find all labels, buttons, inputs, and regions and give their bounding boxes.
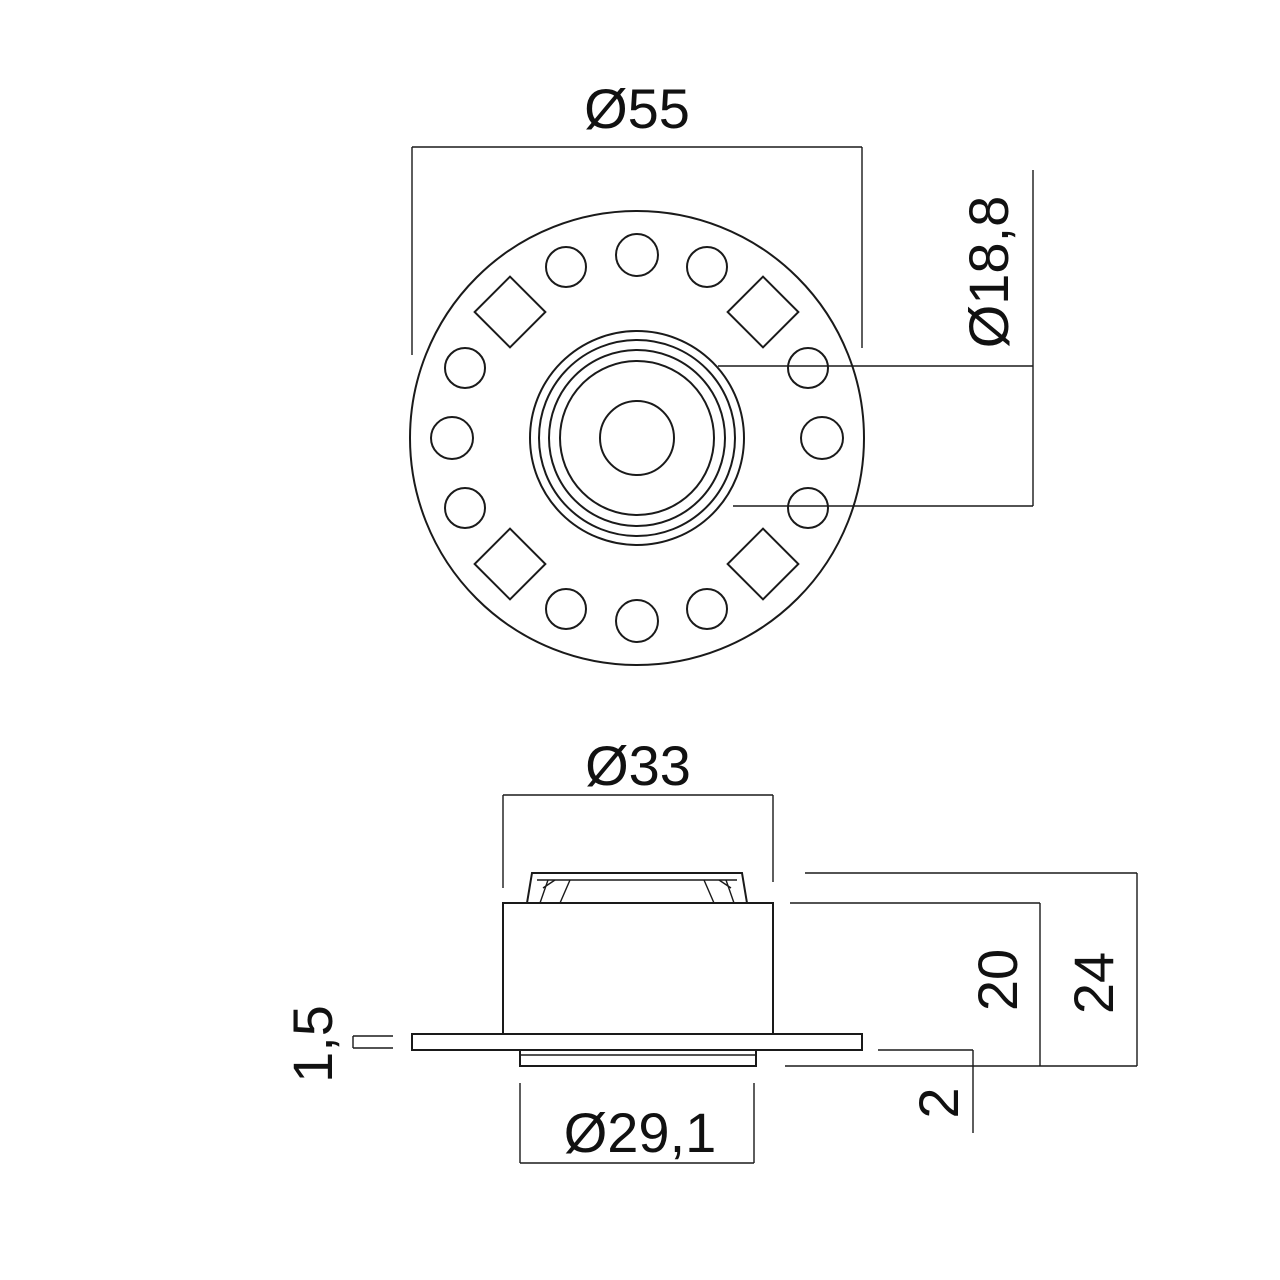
led-hole (444, 487, 486, 529)
bottom-step (519, 1049, 757, 1067)
outer-disc (409, 210, 865, 666)
dimension-inner-diameter: Ø18,8 (718, 170, 1034, 507)
square-pad (726, 275, 800, 349)
led-hole (444, 347, 486, 389)
led-hole (686, 246, 728, 288)
side-view: Ø33 Ø29,1 24 20 2 (281, 734, 1138, 1164)
square-pad (473, 275, 547, 349)
led-hole (615, 599, 659, 643)
dimension-top-diameter: Ø33 (502, 734, 774, 888)
led-ring (430, 233, 844, 643)
dimension-flange-thickness: 1,5 (281, 1005, 393, 1083)
total-height-label: 24 (1062, 952, 1125, 1014)
top-diameter-label: Ø33 (585, 734, 691, 797)
housing-body (502, 902, 774, 1035)
inner-diameter-label: Ø18,8 (957, 196, 1020, 349)
flange (411, 1033, 863, 1051)
led-hole (800, 416, 844, 460)
dimension-bottom-step: 2 (878, 1049, 974, 1133)
center-lens (529, 330, 745, 546)
lens-cap (526, 872, 748, 904)
bottom-diameter-label: Ø29,1 (564, 1101, 717, 1164)
dimension-body-height: 20 (790, 902, 1041, 1066)
led-hole (545, 588, 587, 630)
bottom-step-label: 2 (907, 1087, 970, 1118)
square-pad (473, 527, 547, 601)
square-pad (726, 527, 800, 601)
dimension-outer-diameter: Ø55 (411, 77, 863, 355)
body-height-label: 20 (966, 949, 1029, 1011)
dimension-bottom-diameter: Ø29,1 (519, 1083, 755, 1164)
led-hole (615, 233, 659, 277)
led-hole (545, 246, 587, 288)
led-hole (686, 588, 728, 630)
dimension-total-height: 24 (785, 872, 1138, 1067)
flange-thickness-label: 1,5 (281, 1005, 344, 1083)
top-view: Ø55 Ø18,8 (409, 77, 1034, 666)
outer-diameter-label: Ø55 (584, 77, 690, 140)
led-hole (430, 416, 474, 460)
led-hole (787, 347, 829, 389)
led-hole (787, 487, 829, 529)
